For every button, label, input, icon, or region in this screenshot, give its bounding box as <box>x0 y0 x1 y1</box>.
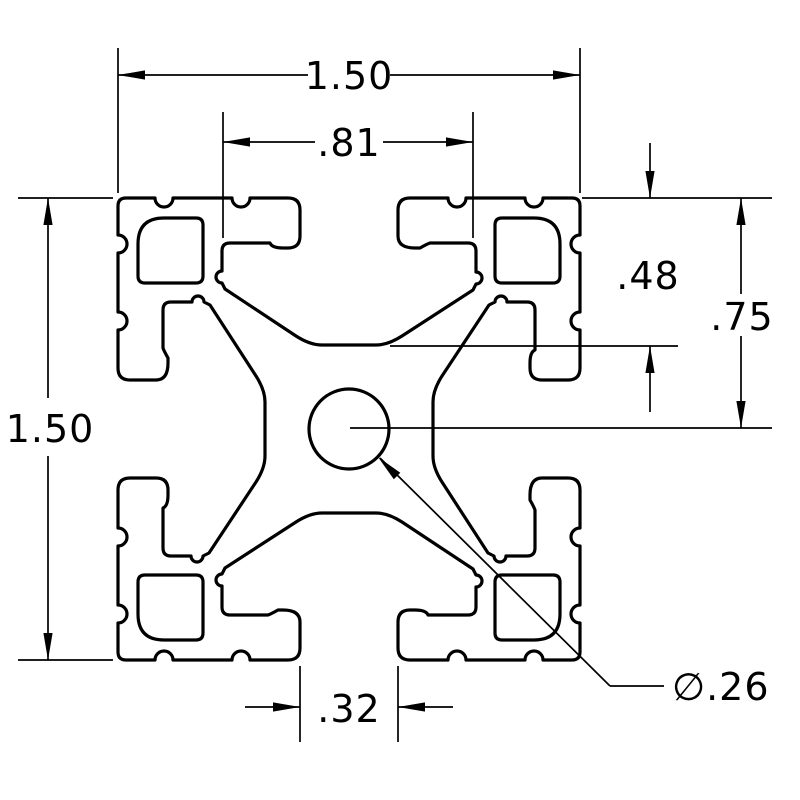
arrowhead <box>43 633 53 660</box>
arrowhead <box>223 137 250 147</box>
corner-cavity <box>493 216 562 285</box>
arrowhead <box>378 457 401 480</box>
dimension-line <box>379 457 611 687</box>
arrowhead <box>645 171 655 198</box>
dim-label-inner-slot-width: .81 <box>317 121 380 165</box>
corner-cavities <box>136 216 562 642</box>
dimension-arrowheads <box>43 70 746 712</box>
corner-cavity <box>493 573 562 642</box>
dim-label-center-depth: .75 <box>710 295 773 339</box>
dim-label-center-hole-diameter: ∅.26 <box>672 665 770 709</box>
arrowhead <box>273 702 300 712</box>
corner-cavity <box>136 573 205 642</box>
arrowhead <box>43 198 53 225</box>
center-hole <box>307 387 391 471</box>
arrowhead <box>118 70 145 80</box>
dim-label-slot-opening: .32 <box>317 687 380 731</box>
arrowhead <box>553 70 580 80</box>
arrowhead <box>446 137 473 147</box>
dimension-labels: 1.50 .81 1.50 .48 .75 .32 ∅.26 <box>6 54 773 731</box>
dim-label-cavity-depth: .48 <box>616 254 679 298</box>
corner-cavity <box>136 216 205 285</box>
dim-label-overall-width: 1.50 <box>305 54 394 98</box>
arrowhead <box>645 346 655 373</box>
extrusion-outline <box>116 196 582 662</box>
dim-label-overall-height: 1.50 <box>6 407 95 451</box>
extrusion-profile <box>116 196 582 662</box>
arrowhead <box>398 702 425 712</box>
arrowhead <box>736 198 746 225</box>
arrowhead <box>736 401 746 428</box>
